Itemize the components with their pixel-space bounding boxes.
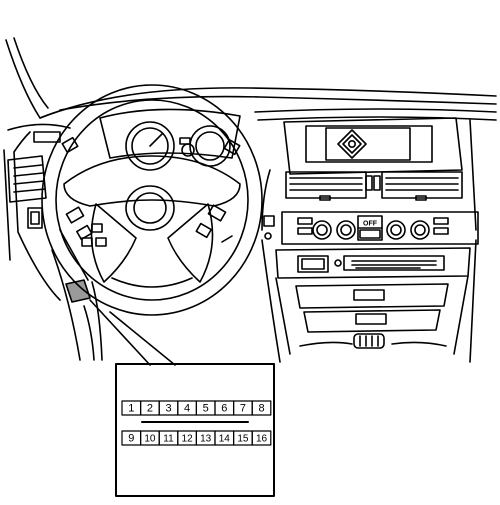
connector-pin-3: 3 bbox=[158, 400, 179, 416]
connector-pin-number: 11 bbox=[163, 434, 174, 445]
instrument-cluster bbox=[99, 108, 241, 171]
connector-pin-number: 13 bbox=[200, 434, 212, 445]
connector-pin-number: 3 bbox=[165, 403, 171, 415]
connector-pin-6: 6 bbox=[214, 400, 235, 416]
connector-pin-number: 7 bbox=[240, 403, 246, 415]
steering-wheel bbox=[41, 84, 263, 316]
connector-pin-11: 11 bbox=[158, 430, 179, 446]
center-vents bbox=[261, 119, 477, 231]
connector-pin-number: 8 bbox=[258, 403, 264, 415]
connector-pin-15: 15 bbox=[233, 430, 253, 446]
right-knob-2 bbox=[410, 220, 430, 240]
connector-pin-9: 9 bbox=[121, 430, 142, 446]
radio-off-label: OFF bbox=[363, 221, 378, 228]
dashboard-top bbox=[7, 108, 497, 131]
center-console bbox=[261, 239, 477, 363]
connector-pin-5: 5 bbox=[195, 400, 216, 416]
connector-bottom-row: 9 10 11 12 13 14 15 16 bbox=[121, 430, 272, 446]
connector-pin-number: 2 bbox=[147, 403, 153, 415]
speedometer-gauge bbox=[125, 121, 175, 171]
horn-pad bbox=[125, 185, 175, 231]
connector-pin-number: 6 bbox=[221, 403, 227, 415]
connector-pin-16: 16 bbox=[251, 430, 272, 446]
connector-pin-1: 1 bbox=[121, 400, 142, 416]
right-knob bbox=[386, 220, 406, 240]
connector-pin-2: 2 bbox=[140, 400, 160, 416]
connector-pin-14: 14 bbox=[214, 430, 235, 446]
connector-pin-number: 16 bbox=[256, 434, 268, 445]
connector-pin-number: 10 bbox=[144, 434, 156, 445]
connector-pin-number: 1 bbox=[128, 403, 134, 415]
cd-slot-panel bbox=[275, 247, 471, 279]
windshield-frame bbox=[5, 37, 497, 119]
connector-pin-frame bbox=[251, 400, 272, 416]
diagnostic-connector-location bbox=[65, 279, 91, 303]
connector-pin-13: 13 bbox=[195, 430, 216, 446]
connector-pin-7: 7 bbox=[233, 400, 253, 416]
steering-column bbox=[51, 229, 103, 361]
connector-pin-number: 4 bbox=[184, 403, 190, 415]
connector-callout-box bbox=[115, 363, 275, 497]
left-knob-2 bbox=[336, 220, 356, 240]
connector-pin-10: 10 bbox=[140, 430, 160, 446]
connector-pin-4: 4 bbox=[177, 400, 198, 416]
gear-selector bbox=[353, 333, 385, 349]
connector-pin-8: 8 bbox=[251, 400, 272, 416]
connector-pin-number: 12 bbox=[182, 434, 194, 445]
connector-pin-number: 14 bbox=[219, 434, 231, 445]
left-vent bbox=[7, 155, 47, 229]
connector-pin-number: 15 bbox=[237, 434, 249, 445]
climate-control-panel bbox=[263, 211, 479, 245]
connector-pin-number: 9 bbox=[128, 433, 134, 445]
left-knob bbox=[312, 220, 332, 240]
connector-pin-frame bbox=[251, 430, 272, 446]
connector-pin-12: 12 bbox=[177, 430, 198, 446]
display-screen bbox=[325, 127, 411, 161]
callout-pointer bbox=[89, 299, 176, 366]
diamond-nav-icon bbox=[337, 129, 367, 159]
connector-pin-number: 5 bbox=[203, 403, 209, 415]
center-display bbox=[283, 117, 463, 175]
